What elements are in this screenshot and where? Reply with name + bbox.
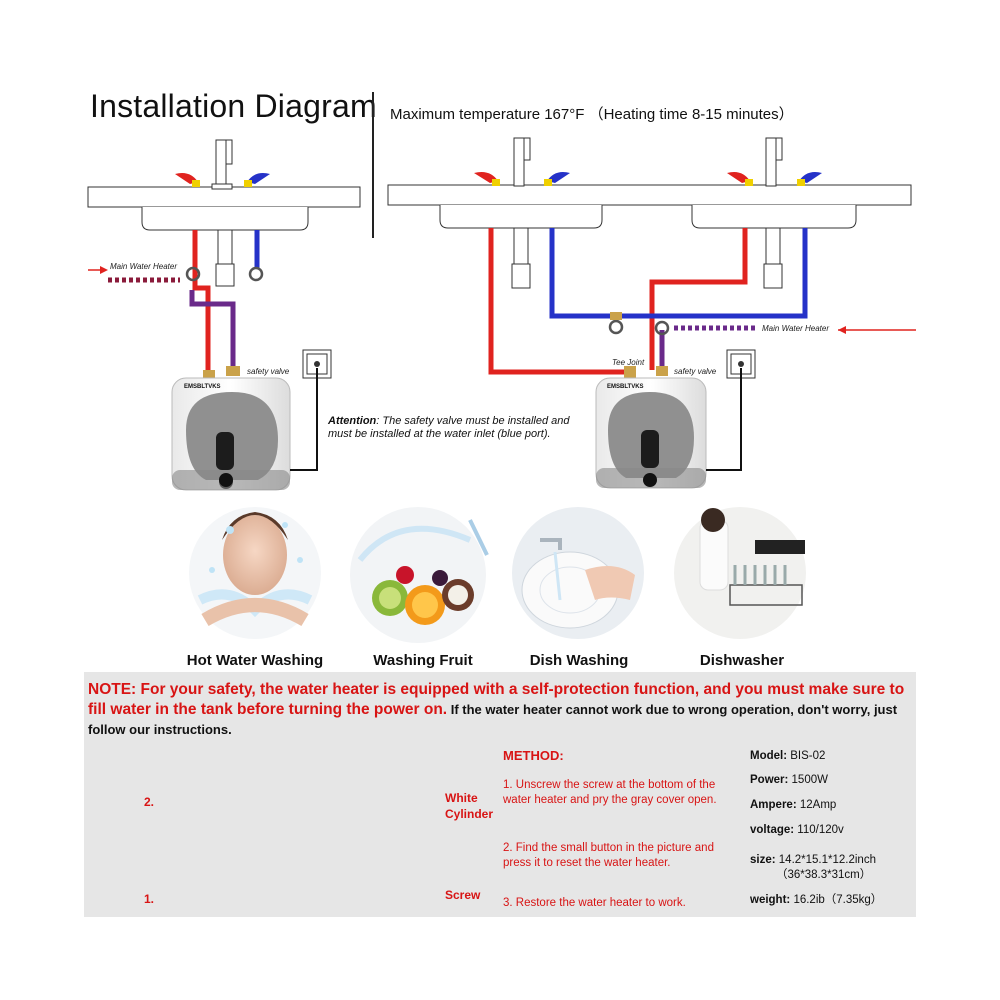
spec-weight-label: weight: bbox=[750, 894, 791, 906]
mark-2: 2. bbox=[144, 795, 155, 809]
left-power-outlet bbox=[290, 349, 332, 471]
attention-text: : The safety valve must be installed and… bbox=[328, 415, 570, 440]
left-water-heater bbox=[171, 377, 291, 491]
spec-ampere-label: Ampere: bbox=[750, 799, 797, 811]
right-water-heater bbox=[595, 377, 707, 489]
spec-size-value: 14.2*15.1*12.2inch bbox=[775, 854, 876, 866]
left-brand-label: EMSBLTVKS bbox=[184, 384, 221, 390]
face-washing-photo bbox=[189, 507, 321, 639]
spec-power-value: 1500W bbox=[788, 774, 828, 786]
spec-model-label: Model: bbox=[750, 750, 788, 762]
right-power-outlet bbox=[706, 349, 756, 471]
title-separator bbox=[372, 92, 374, 238]
page-title: Installation Diagram bbox=[90, 88, 377, 124]
dishwasher-photo bbox=[674, 507, 806, 639]
safety-note-warning: NOTE: For your safety, the water heater … bbox=[88, 681, 905, 718]
spec-voltage-label: voltage: bbox=[750, 824, 795, 836]
spec-weight: weight: 16.2ib（7.35kg） bbox=[750, 893, 882, 908]
right-sink bbox=[387, 137, 912, 289]
right-main-water-heater-label: Main Water Heater bbox=[762, 324, 829, 333]
spec-ampere: Ampere: 12Amp bbox=[750, 798, 836, 813]
spec-size-metric-value: （36*38.3*31cm） bbox=[776, 869, 872, 881]
use-label-washing-fruit: Washing Fruit bbox=[373, 652, 473, 669]
dish-washing-photo bbox=[512, 507, 644, 639]
spec-power-label: Power: bbox=[750, 774, 789, 786]
spec-size-label: size: bbox=[750, 854, 776, 866]
spec-weight-value: 16.2ib（7.35kg） bbox=[790, 894, 883, 906]
spec-size: size: 14.2*15.1*12.2inch bbox=[750, 853, 876, 868]
spec-voltage: voltage: 110/120v bbox=[750, 823, 844, 838]
spec-model-value: BIS-02 bbox=[787, 750, 826, 762]
fruit-splash-photo bbox=[350, 507, 489, 643]
mark-1: 1. bbox=[144, 892, 155, 906]
spec-ampere-value: 12Amp bbox=[796, 799, 837, 811]
method-step-3: 3. Restore the water heater to work. bbox=[503, 897, 686, 909]
left-main-water-heater-label: Main Water Heater bbox=[110, 262, 177, 271]
right-safety-valve-label: safety valve bbox=[674, 367, 717, 376]
left-safety-valve-label: safety valve bbox=[247, 367, 290, 376]
method-title: METHOD: bbox=[503, 748, 564, 763]
spec-voltage-value: 110/120v bbox=[794, 824, 844, 836]
tee-joint-label: Tee Joint bbox=[612, 358, 645, 367]
screw-label: Screw bbox=[445, 888, 481, 902]
method-step-1: 1. Unscrew the screw at the bottom of th… bbox=[503, 779, 717, 806]
left-sink bbox=[87, 139, 361, 287]
right-brand-label: EMSBLTVKS bbox=[607, 384, 644, 390]
use-label-dishwasher: Dishwasher bbox=[699, 652, 785, 669]
method-step-2: 2. Find the small button in the picture … bbox=[503, 842, 714, 869]
use-label-dish-washing: Dish Washing bbox=[529, 652, 629, 669]
use-label-hot-water-washing: Hot Water Washing bbox=[186, 652, 324, 669]
right-pipes bbox=[488, 228, 916, 378]
left-pipes bbox=[88, 230, 264, 378]
max-temperature-line: Maximum temperature 167°F （Heating time … bbox=[390, 106, 794, 123]
safety-note-instruction: If the water heater cannot work due to w… bbox=[88, 702, 898, 737]
spec-power: Power: 1500W bbox=[750, 773, 828, 788]
note-section-background bbox=[84, 672, 916, 917]
safety-note: NOTE: For your safety, the water heater … bbox=[88, 680, 914, 740]
attention-note: Attention: The safety valve must be inst… bbox=[328, 415, 588, 441]
spec-size-metric: （36*38.3*31cm） bbox=[776, 868, 871, 883]
attention-label: Attention bbox=[328, 415, 377, 427]
white-cylinder-label: White Cylinder bbox=[445, 791, 494, 821]
spec-model: Model: BIS-02 bbox=[750, 749, 825, 764]
